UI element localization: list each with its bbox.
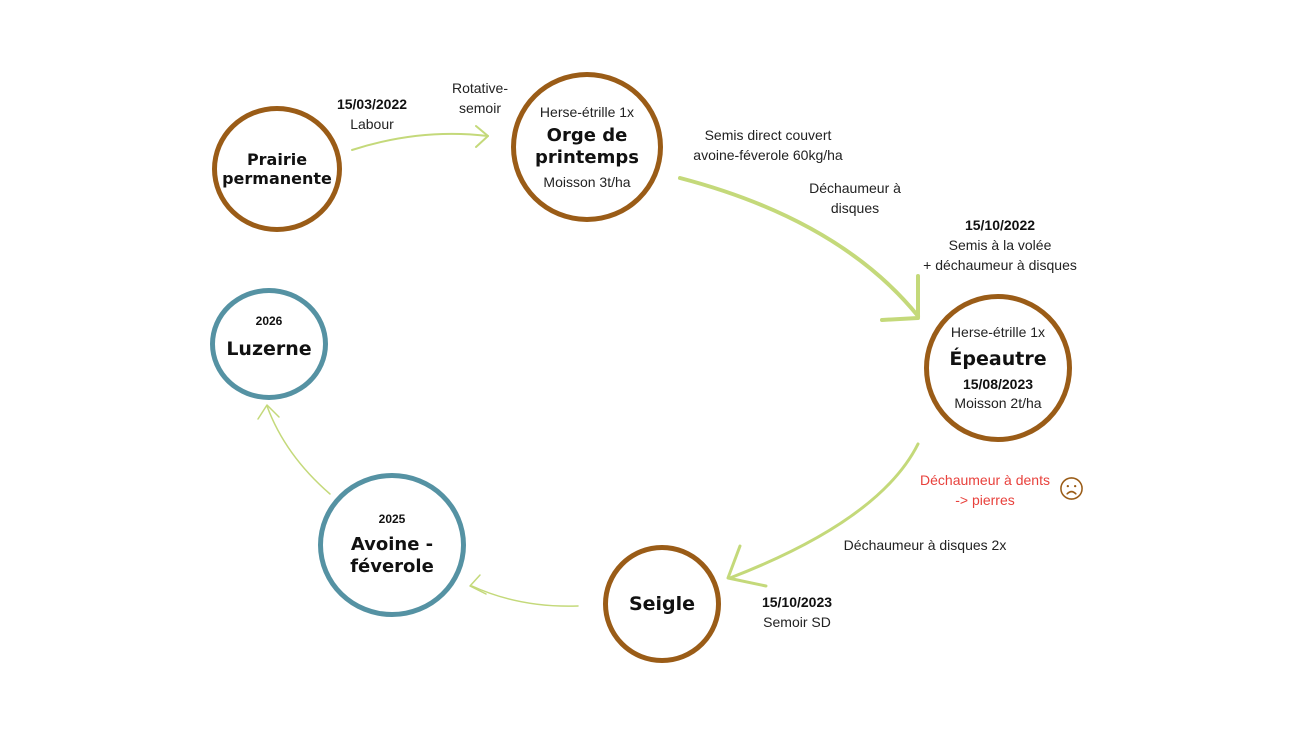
orge-title-line1: Orge de [546,125,628,147]
node-luzerne: 2026 Luzerne [210,288,328,400]
arrow-epeautre-to-seigle [728,442,920,580]
semis-volee-date: 15/10/2022 [964,217,1036,233]
arrow-orge-to-epeautre [678,176,920,318]
semoir-sd-date: 15/10/2023 [761,594,833,610]
label-semoir-sd: 15/10/2023 Semoir SD [742,592,852,632]
semis-direct-line1: Semis direct couvert [704,127,832,143]
dechaumeur-dents-line1: Déchaumeur à dents [920,472,1050,488]
sad-face-icon [1060,477,1083,500]
label-dechaumeur-dents: Déchaumeur à dents -> pierres [900,470,1070,510]
arrow-prairie-to-orge [351,132,489,151]
rotative-line2: semoir [458,100,501,116]
epeautre-bottom-text: Moisson 2t/ha [954,394,1042,411]
node-orge-de-printemps: Herse-étrille 1x Orge de printemps Moiss… [511,72,663,222]
labour-text: Labour [350,116,394,132]
luzerne-year: 2026 [255,313,283,328]
semoir-sd-text: Semoir SD [763,614,831,630]
arrowhead-seigle-to-avoine [469,574,487,595]
epeautre-top-text: Herse-étrille 1x [950,324,1046,341]
avoine-title-line2: féverole [350,556,434,577]
label-dechaumeur-2x: Déchaumeur à disques 2x [820,535,1030,555]
arrowhead-orge-to-epeautre [880,274,920,322]
node-avoine-feverole: 2025 Avoine - féverole [318,473,466,617]
label-semis-volee: 15/10/2022 Semis à la volée + déchaumeur… [900,215,1100,275]
dechaumeur-disques-line2: disques [830,200,880,216]
node-epeautre: Herse-étrille 1x Épeautre 15/08/2023 Moi… [924,294,1072,442]
node-prairie-permanente: Prairie permanente [212,106,342,232]
orge-title-line2: printemps [535,147,639,168]
epeautre-title: Épeautre [949,348,1047,371]
labour-date: 15/03/2022 [336,96,408,112]
arrow-seigle-to-avoine [471,585,579,607]
avoine-year: 2025 [378,512,406,527]
semis-volee-line2: + déchaumeur à disques [923,257,1077,273]
orge-bottom-text: Moisson 3t/ha [543,173,631,190]
arrowhead-prairie-to-orge [475,125,489,148]
semis-volee-line1: Semis à la volée [948,237,1052,253]
semis-direct-line2: avoine-féverole 60kg/ha [693,147,843,163]
arrow-avoine-to-luzerne [266,405,331,495]
label-semis-direct: Semis direct couvert avoine-féverole 60k… [668,125,868,165]
label-labour: 15/03/2022 Labour [312,94,432,134]
luzerne-title: Luzerne [226,337,312,360]
label-rotative-semoir: Rotative- semoir [430,78,530,118]
avoine-title-line1: Avoine - [350,534,434,556]
node-seigle: Seigle [603,545,721,663]
arrowhead-epeautre-to-seigle [726,544,768,588]
dechaumeur-2x-text: Déchaumeur à disques 2x [843,537,1007,553]
prairie-title-line1: Prairie [246,149,308,169]
label-dechaumeur-disques: Déchaumeur à disques [790,178,920,218]
dechaumeur-disques-line1: Déchaumeur à [809,180,901,196]
arrowhead-avoine-to-luzerne [257,404,280,420]
prairie-title-line2: permanente [222,169,332,188]
epeautre-date: 15/08/2023 [962,375,1034,392]
orge-top-text: Herse-étrille 1x [539,103,635,120]
seigle-title: Seigle [628,592,696,615]
dechaumeur-dents-line2: -> pierres [955,492,1015,508]
rotative-line1: Rotative- [451,80,509,96]
